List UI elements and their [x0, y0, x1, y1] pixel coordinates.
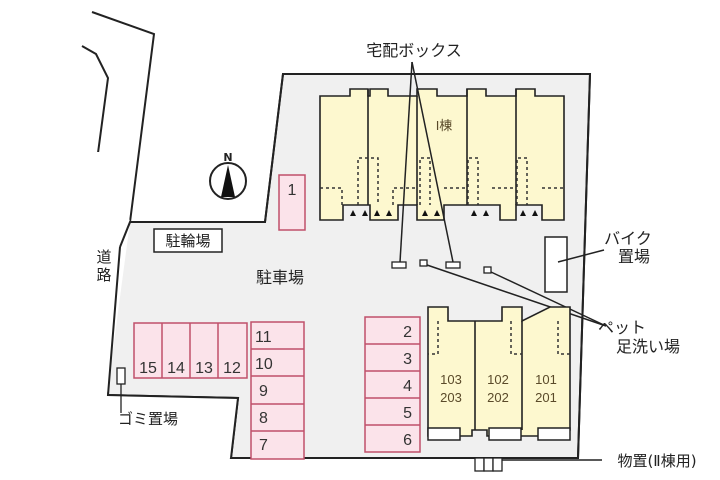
- delivery-box-1: [391, 261, 407, 269]
- unit-201: 201: [535, 390, 557, 405]
- parking-lot-label: 駐車場: [256, 268, 304, 287]
- unit-101: 101: [535, 372, 557, 387]
- compass-icon: N: [209, 151, 247, 200]
- bike-parking-label: バイク: [604, 229, 652, 248]
- garbage-label: ゴミ置場: [118, 410, 178, 428]
- parking-column-mid: [364, 316, 421, 453]
- svg-text:4: 4: [403, 378, 412, 395]
- unit-103: 103: [440, 372, 462, 387]
- compass-label: N: [223, 151, 232, 164]
- storage-shed: [474, 457, 503, 472]
- svg-text:8: 8: [259, 410, 268, 427]
- svg-text:15: 15: [139, 360, 157, 377]
- entrance-markers: [350, 210, 538, 216]
- svg-text:足洗い場: 足洗い場: [616, 337, 680, 356]
- svg-text:3: 3: [403, 351, 412, 368]
- garbage-area: [116, 367, 126, 385]
- svg-text:11: 11: [255, 329, 272, 346]
- pet-footwash-label: ペット: [598, 318, 646, 337]
- svg-text:2: 2: [403, 324, 412, 341]
- svg-text:7: 7: [259, 437, 268, 454]
- delivery-box-label: 宅配ボックス: [366, 41, 462, 60]
- pet-footwash-2: [483, 266, 492, 274]
- svg-text:10: 10: [255, 356, 273, 373]
- svg-text:6: 6: [403, 432, 412, 449]
- svg-text:12: 12: [223, 360, 241, 377]
- unit-102: 102: [487, 372, 509, 387]
- unit-203: 203: [440, 390, 462, 405]
- storage-label: 物置(Ⅱ棟用): [617, 452, 696, 470]
- parking-label-1: 1: [288, 182, 297, 199]
- svg-text:9: 9: [259, 383, 268, 400]
- road-label: 道: [96, 248, 111, 266]
- bike-parking-area: [544, 236, 568, 293]
- svg-text:路: 路: [96, 266, 111, 284]
- bicycle-parking-label: 駐輪場: [165, 232, 210, 250]
- building-one: [319, 88, 565, 221]
- svg-text:14: 14: [167, 360, 185, 377]
- svg-text:5: 5: [403, 405, 412, 422]
- delivery-box-2: [445, 261, 461, 269]
- parking-space-1: [278, 174, 306, 231]
- bicycle-parking-area: [153, 228, 223, 253]
- svg-text:置場: 置場: [618, 247, 650, 266]
- building-one-label: I棟: [436, 118, 453, 133]
- pet-footwash-1: [419, 259, 428, 267]
- unit-202: 202: [487, 390, 509, 405]
- svg-text:13: 13: [195, 360, 213, 377]
- parking-column-left: [250, 321, 305, 460]
